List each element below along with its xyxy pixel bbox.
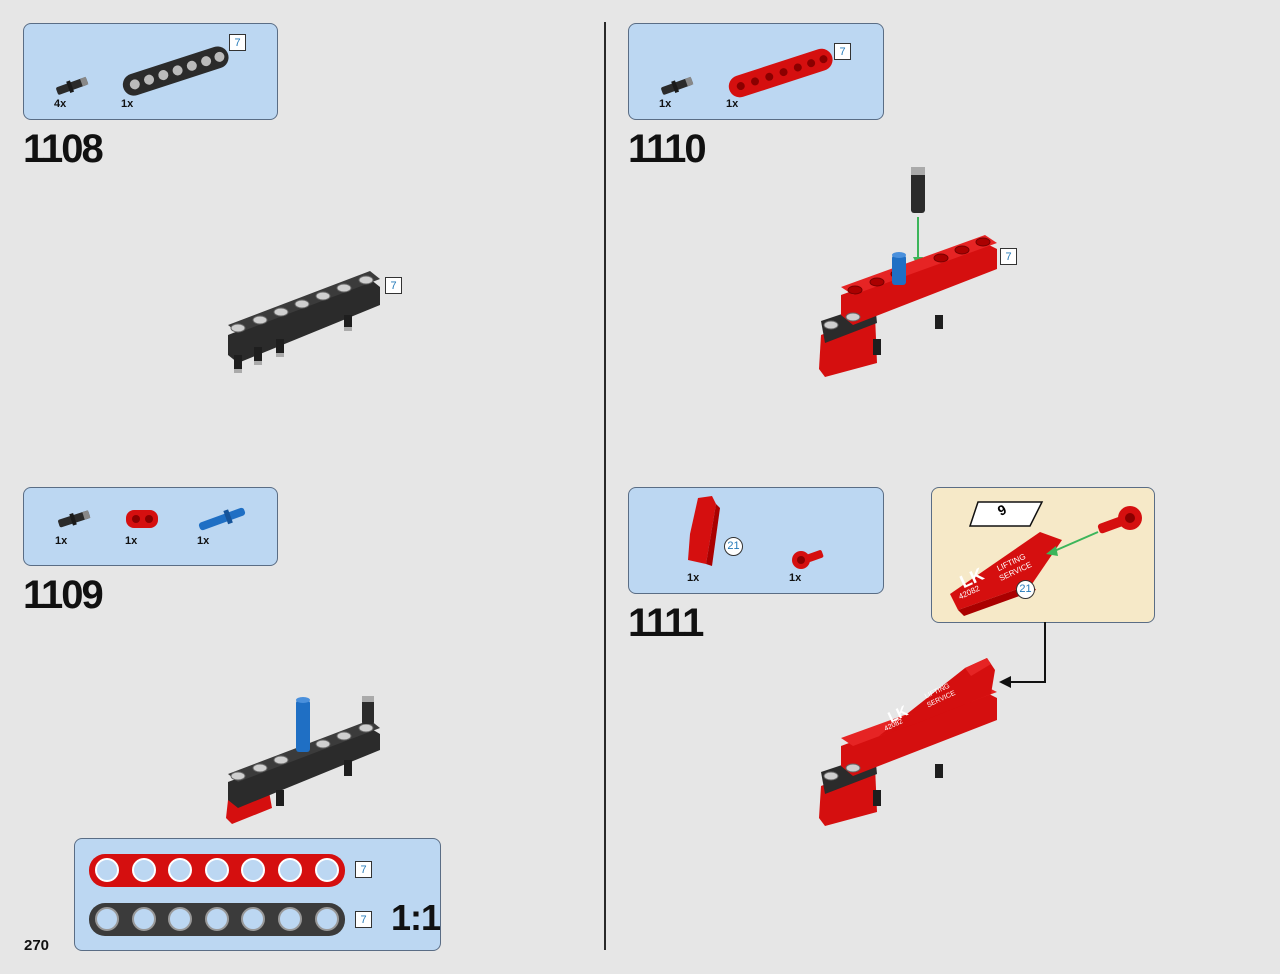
part-qty: 1x — [659, 98, 672, 110]
part-qty: 4x — [54, 98, 67, 110]
red-axle-connector-model — [1097, 506, 1142, 534]
step-number-1108: 1108 — [23, 127, 104, 171]
black-beam-1to1 — [89, 903, 345, 936]
step-number-1110: 1110 — [628, 127, 707, 171]
model-1108-black-beam — [228, 271, 380, 373]
red-axle-connector-icon — [792, 550, 824, 569]
model-1111-assembly — [819, 658, 997, 826]
red-beam-7-icon — [728, 48, 833, 98]
length-badge: 7 — [834, 43, 851, 60]
red-beam-1to1 — [89, 854, 345, 887]
red-panel-sticker-icon — [688, 496, 720, 566]
sticker-ref-badge: 21 — [724, 537, 743, 556]
step-number-1109: 1109 — [23, 573, 104, 617]
black-friction-pin-icon — [661, 76, 694, 95]
black-beam-length-badge: 7 — [355, 911, 372, 928]
part-qty: 1x — [687, 572, 700, 584]
page-number: 270 — [24, 937, 50, 954]
parts-callout-1111: 21 1x 1x — [628, 487, 884, 594]
red-connector-block-icon — [126, 510, 158, 528]
subassembly-pointer-line — [999, 622, 1046, 688]
parts-callout-1110: 7 1x 1x — [628, 23, 884, 120]
page-divider — [604, 22, 606, 950]
part-qty: 1x — [197, 535, 210, 547]
model-length-badge: 7 — [1000, 248, 1017, 265]
part-qty: 1x — [726, 98, 739, 110]
model-1109-assembly — [226, 696, 380, 824]
blue-axle-pin-icon — [198, 507, 246, 531]
black-friction-pin-icon — [56, 76, 89, 95]
subassembly-callout: 9 LK LIFTING SERVICE 42082 21 — [931, 487, 1155, 623]
scale-label: 1:1 — [391, 897, 441, 938]
length-badge: 7 — [229, 34, 246, 51]
part-qty: 1x — [125, 535, 138, 547]
red-beam-length-badge: 7 — [355, 861, 372, 878]
parts-callout-1109: 1x 1x 1x — [23, 487, 278, 566]
assembly-arrow-green — [1046, 531, 1099, 556]
black-friction-pin-icon — [58, 510, 91, 528]
scale-guide-callout: 7 7 1:1 — [74, 838, 441, 951]
model-length-badge: 7 — [385, 277, 402, 294]
part-qty: 1x — [55, 535, 68, 547]
sticker-ref-badge: 21 — [1016, 580, 1035, 599]
page-flag-icon — [968, 501, 1044, 527]
part-qty: 1x — [121, 98, 134, 110]
model-1110-assembly — [819, 167, 997, 377]
step-number-1111: 1111 — [628, 601, 704, 645]
parts-callout-1108: 7 4x 1x — [23, 23, 278, 120]
black-beam-7-icon — [122, 46, 229, 96]
part-qty: 1x — [789, 572, 802, 584]
